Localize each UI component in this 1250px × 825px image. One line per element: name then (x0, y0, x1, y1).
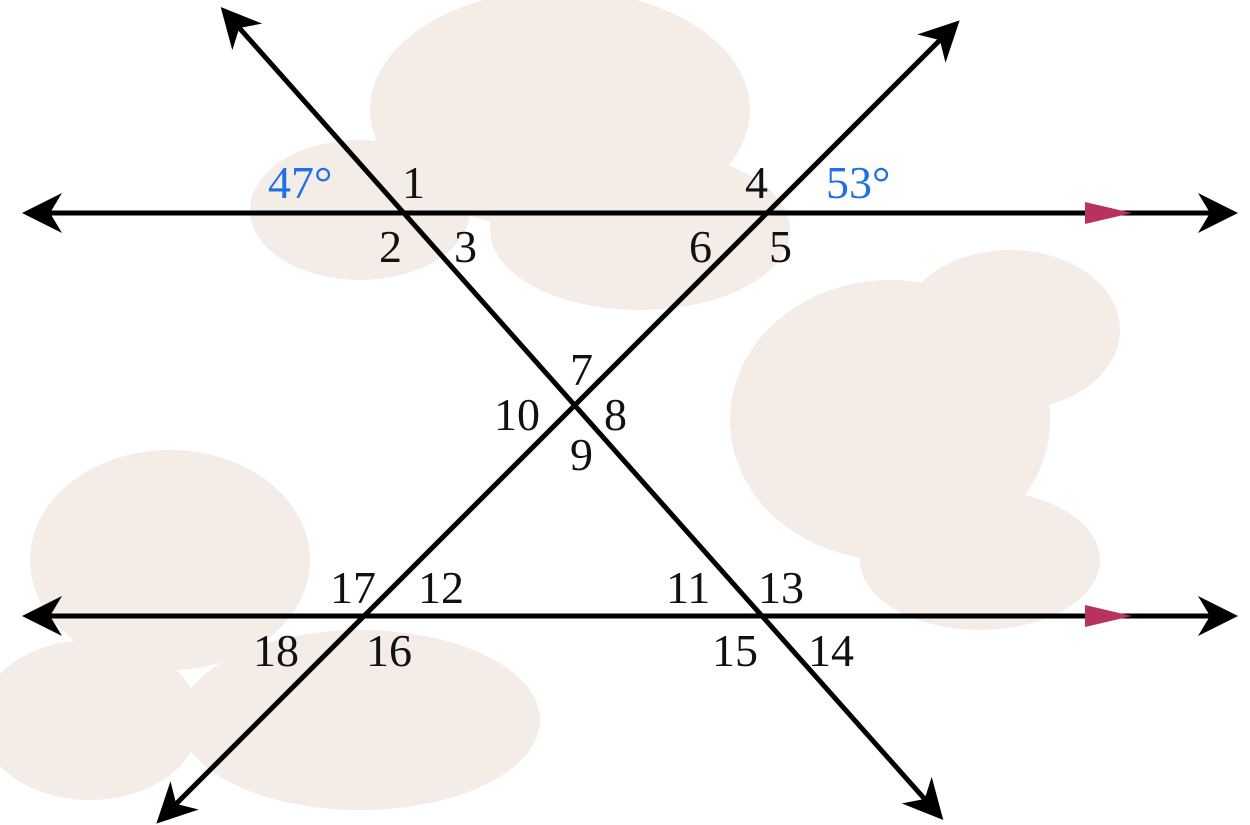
angle-label-18: 18 (253, 625, 299, 676)
angle-label-7: 7 (570, 344, 593, 395)
given-angle-53: 53° (826, 157, 890, 208)
background-flowers (0, 0, 1120, 810)
parallel-marker-icon (1085, 605, 1132, 627)
angle-label-8: 8 (604, 389, 627, 440)
angle-label-10: 10 (494, 389, 540, 440)
angle-label-14: 14 (808, 625, 854, 676)
angle-label-12: 12 (418, 562, 464, 613)
given-angle-47: 47° (268, 157, 332, 208)
angle-label-4: 4 (745, 157, 768, 208)
angle-label-15: 15 (712, 625, 758, 676)
parallel-marker-icon (1085, 202, 1132, 224)
angle-label-5: 5 (769, 221, 792, 272)
angle-label-16: 16 (366, 625, 412, 676)
angle-label-3: 3 (454, 221, 477, 272)
angle-label-1: 1 (402, 157, 425, 208)
angle-label-13: 13 (758, 562, 804, 613)
angle-label-11: 11 (666, 562, 710, 613)
transversal-line-positive-slope (156, 20, 960, 824)
angle-label-9: 9 (570, 429, 593, 480)
angle-label-17: 17 (330, 562, 376, 613)
angle-label-2: 2 (379, 221, 402, 272)
angle-label-6: 6 (689, 221, 712, 272)
